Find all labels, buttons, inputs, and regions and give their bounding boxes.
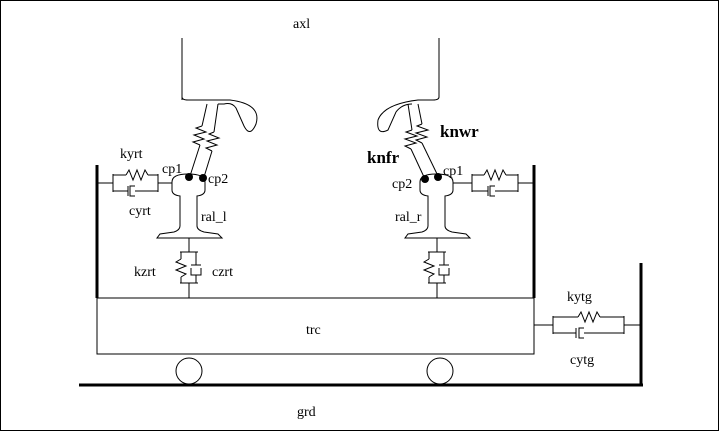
right-rail-label: ral_r xyxy=(395,210,422,225)
cyrt-label: cyrt xyxy=(129,204,151,219)
track-body xyxy=(96,297,535,355)
left-roller xyxy=(175,357,203,385)
left-contact-point-2 xyxy=(199,174,207,182)
left-contact-point-1 xyxy=(185,173,193,181)
left-vertical-spring-damper xyxy=(174,238,202,298)
kyrt-label: kyrt xyxy=(120,147,143,162)
czrt-label: czrt xyxy=(212,265,233,280)
right-lateral-spring-damper xyxy=(453,168,534,197)
left-contact-springs xyxy=(189,103,221,178)
left-wheel-outline xyxy=(181,38,258,132)
right-cp2-label: cp2 xyxy=(392,177,412,192)
knfr-label: knfr xyxy=(367,148,400,167)
knwr-label: knwr xyxy=(440,122,479,141)
right-rail xyxy=(404,173,472,239)
kytg-label: kytg xyxy=(567,290,592,305)
right-roller xyxy=(426,357,454,385)
right-cp1-label: cp1 xyxy=(443,164,463,179)
right-contact-springs xyxy=(403,103,439,178)
axle-label: axl xyxy=(293,17,310,32)
left-rail-label: ral_l xyxy=(201,210,227,225)
right-contact-point-1 xyxy=(434,173,442,181)
left-cp1-label: cp1 xyxy=(162,162,182,177)
kzrt-label: kzrt xyxy=(134,265,156,280)
cytg-label: cytg xyxy=(570,353,594,368)
left-lateral-spring-damper xyxy=(97,168,172,197)
ground-label: grd xyxy=(297,405,316,420)
right-contact-point-2 xyxy=(421,175,429,183)
right-wheel-outline xyxy=(377,38,440,133)
right-vertical-spring-damper xyxy=(422,238,450,298)
track-ground-spring-damper xyxy=(534,310,641,339)
track-label: trc xyxy=(306,323,321,338)
left-cp2-label: cp2 xyxy=(208,172,228,187)
